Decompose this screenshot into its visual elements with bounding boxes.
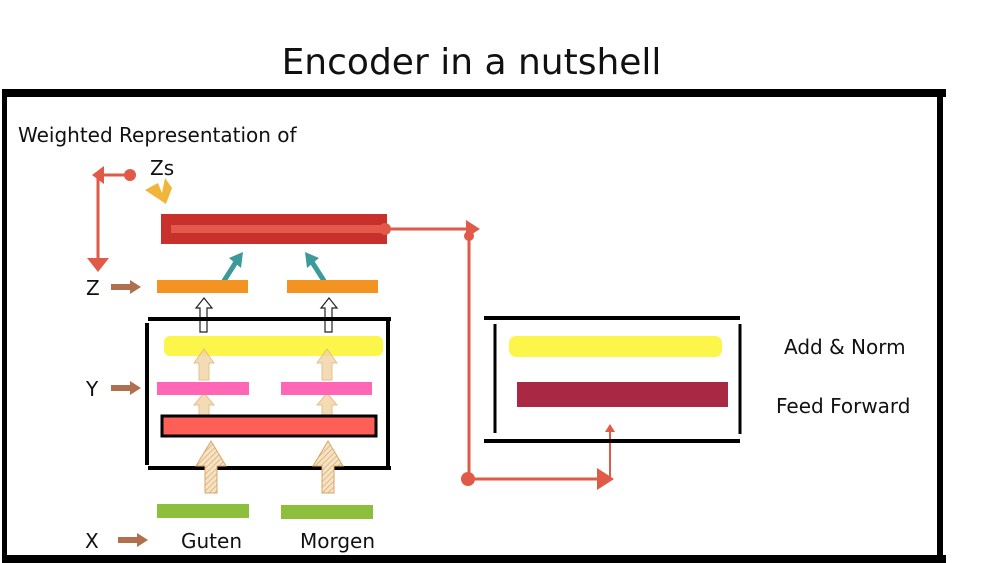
feed-forward-label: Feed Forward xyxy=(776,394,911,418)
frame-border-right xyxy=(937,89,943,563)
diagram-title: Encoder in a nutshell xyxy=(281,42,662,83)
self-attention-block-frame xyxy=(145,317,391,470)
z-label: Z xyxy=(86,276,100,300)
feed-forward-block-frame xyxy=(484,316,742,443)
teal-arrow-left-icon xyxy=(219,252,243,286)
x-label-arrow-icon xyxy=(118,533,148,547)
x-bar-word2 xyxy=(281,505,373,519)
x-label: X xyxy=(85,529,99,553)
word-morgen-label: Morgen xyxy=(300,529,376,553)
add-norm-layer xyxy=(509,336,722,357)
add-norm-label: Add & Norm xyxy=(784,335,906,359)
weighted-representation-bar xyxy=(161,214,387,244)
z-label-arrow-icon xyxy=(111,280,141,294)
output-connector xyxy=(379,220,615,490)
input-arrow-word1-icon xyxy=(195,440,227,494)
attention-layer xyxy=(160,414,378,438)
feed-forward-layer xyxy=(517,382,728,407)
y-bar-word2 xyxy=(281,382,372,395)
norm-layer-left xyxy=(164,336,383,356)
z-bar-word2 xyxy=(287,280,378,293)
y-bar-word1 xyxy=(157,382,249,395)
inner-arrows-right xyxy=(315,348,339,421)
up-arrow-outline-right-icon xyxy=(319,297,339,333)
zs-label: Zs xyxy=(150,156,175,180)
teal-arrow-right-icon xyxy=(305,252,329,286)
input-arrow-word2-icon xyxy=(312,440,344,494)
weighted-representation-label: Weighted Representation of xyxy=(18,123,297,147)
word-guten-label: Guten xyxy=(181,529,242,553)
frame-border-left xyxy=(2,89,7,563)
z-bar-word1 xyxy=(157,280,248,293)
up-arrow-outline-left-icon xyxy=(194,297,214,333)
frame-border-bottom xyxy=(2,555,946,563)
inner-arrows-left xyxy=(192,348,216,421)
x-bar-word1 xyxy=(157,504,249,518)
zs-chevron-icon xyxy=(145,178,172,204)
y-label: Y xyxy=(86,377,99,401)
y-label-arrow-icon xyxy=(111,381,141,395)
zs-feedback-connector xyxy=(87,166,136,272)
frame-border-top xyxy=(2,89,946,97)
